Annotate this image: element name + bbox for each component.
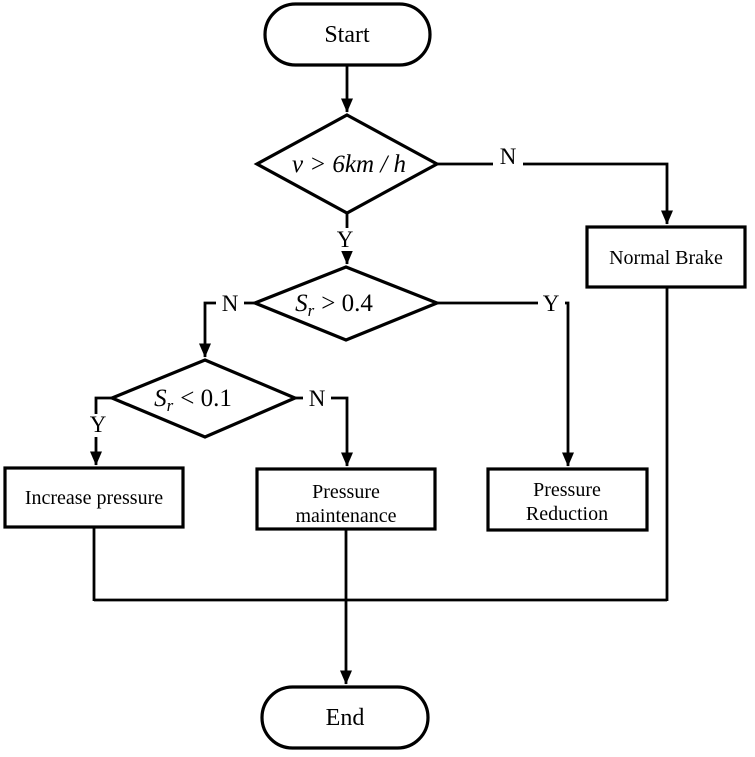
slip-low-yes-label: Y — [90, 412, 107, 437]
slip-high-decision-label: Sr> 0.4 — [295, 290, 373, 320]
edge-slip-low-yes-to-increase-pressure — [90, 396, 112, 466]
pressure-maintenance-box — [255, 467, 437, 531]
speed-no-label: N — [500, 144, 517, 169]
pressure-reduction-box — [486, 467, 649, 532]
edge-label-masks — [84, 146, 565, 437]
speed-decision-label: v > 6km / h — [292, 151, 406, 178]
normal-brake-label: Normal Brake — [609, 247, 723, 269]
edge-slip-high-yes-to-pressure-reduction — [437, 301, 574, 467]
end-terminator — [260, 685, 430, 750]
shapes — [3, 2, 747, 750]
pressure-reduction-label-line2: Reduction — [526, 503, 608, 525]
pressure-maintenance-label-line2: maintenance — [295, 505, 396, 527]
slip-high-no-label: N — [222, 291, 239, 316]
pressure-maintenance-label-line1: Pressure — [312, 481, 380, 503]
edge-speed-no-to-normal-brake — [437, 162, 673, 225]
increase-pressure-box — [3, 466, 185, 529]
normal-brake-box — [585, 225, 747, 289]
pressure-reduction-label-line1: Pressure — [533, 479, 601, 501]
slip-low-no-label: N — [309, 386, 326, 411]
slip-low-decision-label: Sr< 0.1 — [154, 385, 232, 415]
labels: Start v > 6km / h Normal Brake Sr> 0.4 S… — [25, 22, 723, 731]
slip-low-decision-diamond — [107, 358, 300, 439]
slip-high-decision-diamond — [250, 265, 442, 342]
end-label: End — [326, 705, 365, 731]
speed-yes-label: Y — [337, 227, 354, 252]
increase-pressure-label: Increase pressure — [25, 487, 163, 509]
start-terminator — [263, 2, 432, 67]
slip-high-yes-label: Y — [543, 291, 560, 316]
speed-decision-diamond — [253, 113, 441, 215]
start-label: Start — [324, 22, 370, 48]
